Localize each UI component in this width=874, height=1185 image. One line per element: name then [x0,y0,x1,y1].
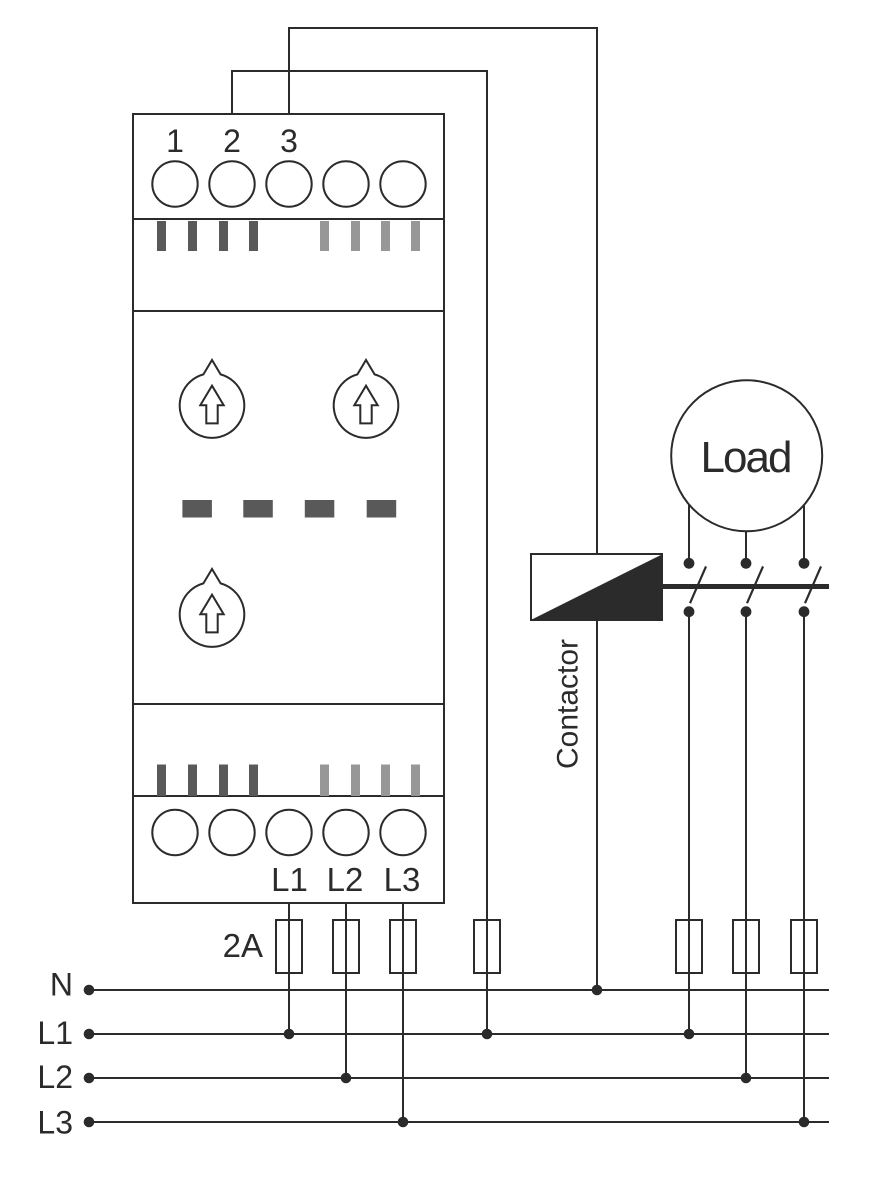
svg-text:Contactor: Contactor [551,639,584,769]
svg-text:2: 2 [223,123,241,159]
svg-text:L2: L2 [327,861,364,898]
svg-text:3: 3 [280,123,298,159]
svg-text:L3: L3 [37,1105,73,1141]
svg-text:N: N [50,967,73,1003]
svg-text:L1: L1 [271,861,308,898]
svg-text:L3: L3 [384,861,421,898]
svg-text:1: 1 [166,123,184,159]
svg-text:L2: L2 [37,1059,73,1095]
svg-text:2A: 2A [223,927,263,964]
svg-text:Load: Load [701,433,791,482]
svg-text:L1: L1 [37,1015,73,1051]
